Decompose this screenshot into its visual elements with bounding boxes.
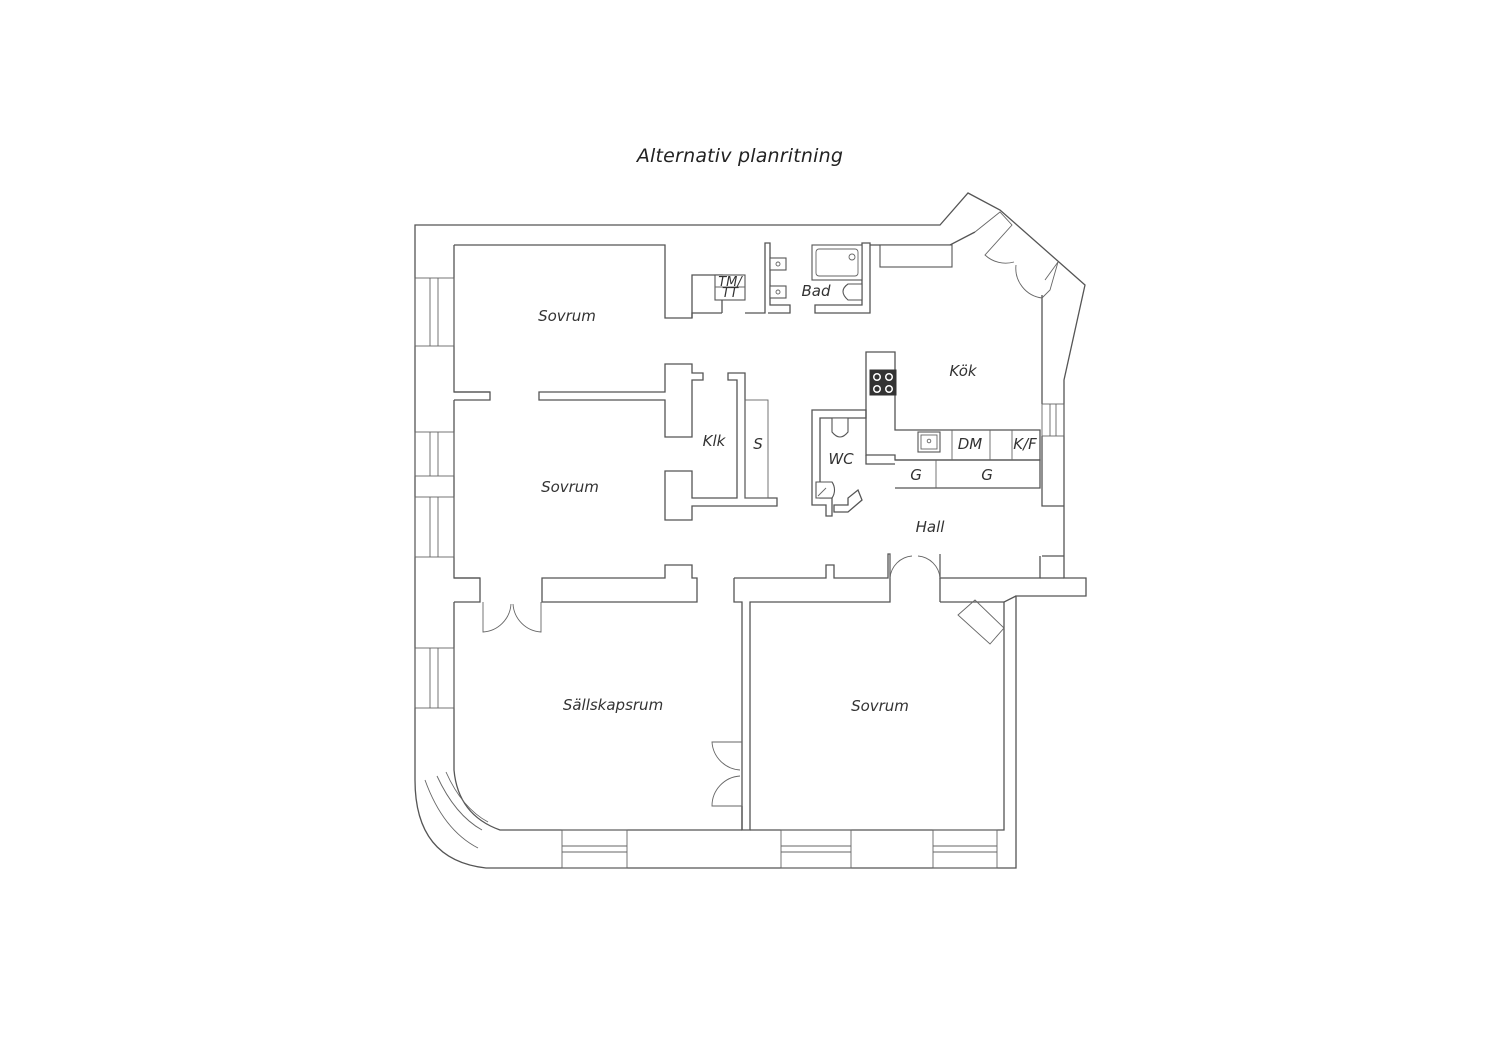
label-kok: Kök	[949, 362, 977, 380]
label-sallskapsrum: Sällskapsrum	[563, 696, 663, 714]
label-sovrum-top: Sovrum	[538, 307, 596, 325]
label-klk: Klk	[703, 432, 727, 450]
label-dm: DM	[958, 435, 983, 453]
label-tm-line2: TT	[722, 286, 739, 301]
label-g2: G	[981, 466, 993, 484]
sink-icon	[769, 257, 787, 271]
interior-walls	[454, 242, 1041, 831]
fixtures	[714, 244, 1013, 499]
label-bad: Bad	[801, 282, 830, 300]
label-sovrum-mid: Sovrum	[541, 478, 599, 496]
label-hall: Hall	[916, 518, 946, 536]
label-wc: WC	[828, 450, 854, 468]
label-tm-line1: TM/	[718, 275, 743, 290]
label-storage: S	[753, 435, 763, 453]
sink-icon	[769, 285, 787, 299]
bathtub-icon	[811, 244, 863, 281]
label-kf: K/F	[1013, 435, 1037, 453]
label-sovrum-bottom: Sovrum	[851, 697, 909, 715]
washer-dryer-icon	[714, 274, 746, 301]
kitchen-sink-icon	[917, 431, 941, 453]
label-g1: G	[910, 466, 922, 484]
toilet-icon	[831, 417, 849, 438]
room-labels: Sovrum Sovrum Sovrum Sällskapsrum Kök Ha…	[538, 275, 1037, 715]
plan-title: Alternativ planritning	[636, 145, 844, 167]
toilet-icon	[842, 283, 863, 301]
windows	[414, 277, 1065, 869]
doors	[482, 211, 1059, 807]
